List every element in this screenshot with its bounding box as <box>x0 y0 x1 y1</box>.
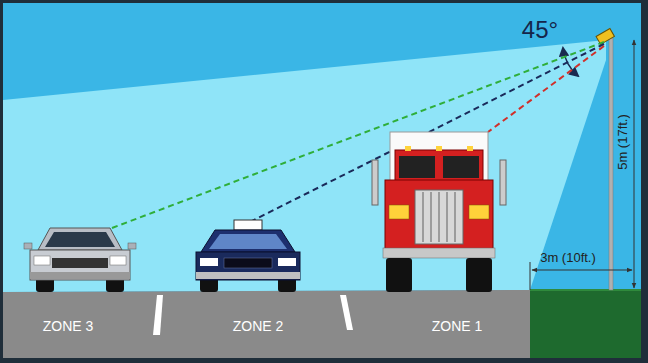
car-cabin <box>38 228 122 250</box>
truck-mirror <box>500 160 506 205</box>
taxi-body <box>196 252 300 280</box>
car-headlight <box>110 256 126 265</box>
truck-tire <box>386 258 412 292</box>
sensor-beam <box>3 40 606 292</box>
sky <box>3 3 641 358</box>
detection-line <box>112 42 604 228</box>
taxi-bumper <box>196 272 300 279</box>
lane-marker <box>153 295 163 335</box>
detection-line <box>488 46 604 132</box>
height-dimension-line <box>634 40 635 288</box>
road <box>3 290 530 358</box>
car-headlight <box>34 256 50 265</box>
car-grill <box>52 258 108 268</box>
taxi-headlight <box>278 258 296 266</box>
offset-dimension-line <box>532 270 632 271</box>
taxi-grill <box>224 258 272 268</box>
lane-marker <box>340 295 353 330</box>
taxi-cabin <box>201 230 295 252</box>
car-windshield <box>45 232 115 247</box>
taxi-sign <box>234 220 262 230</box>
curb-edge <box>530 289 641 291</box>
car-bumper <box>30 272 130 279</box>
grass <box>530 290 641 358</box>
taxi-headlight <box>200 258 218 266</box>
truck-headlight <box>389 205 409 219</box>
pole <box>609 38 613 290</box>
dimension-label: 5m (17ft.) <box>616 114 629 170</box>
truck-cab <box>385 180 493 255</box>
sensor <box>596 29 614 45</box>
truck-tire <box>466 258 492 292</box>
truck-headlight <box>469 205 489 219</box>
truck-cab-top <box>395 150 483 182</box>
truck-roof-light <box>467 146 473 151</box>
car-body <box>30 250 130 280</box>
truck-bumper <box>383 248 495 258</box>
dimension-tick <box>530 262 531 290</box>
truck-grill-bars <box>423 192 455 242</box>
zone-label: ZONE 3 <box>43 319 94 333</box>
zone-label: ZONE 1 <box>432 319 483 333</box>
taxi-windshield <box>209 234 287 249</box>
truck-window <box>399 156 435 178</box>
truck-mirror <box>372 160 378 205</box>
truck-grill <box>415 190 463 244</box>
zone-label: ZONE 2 <box>233 319 284 333</box>
angle-label: 45° <box>522 18 558 42</box>
truck-window <box>443 156 479 178</box>
car-mirror <box>24 243 32 249</box>
truck-roof-light <box>436 146 442 151</box>
car-mirror <box>128 243 136 249</box>
truck-roof-light <box>405 146 411 151</box>
dimension-label: 3m (10ft.) <box>540 251 596 264</box>
